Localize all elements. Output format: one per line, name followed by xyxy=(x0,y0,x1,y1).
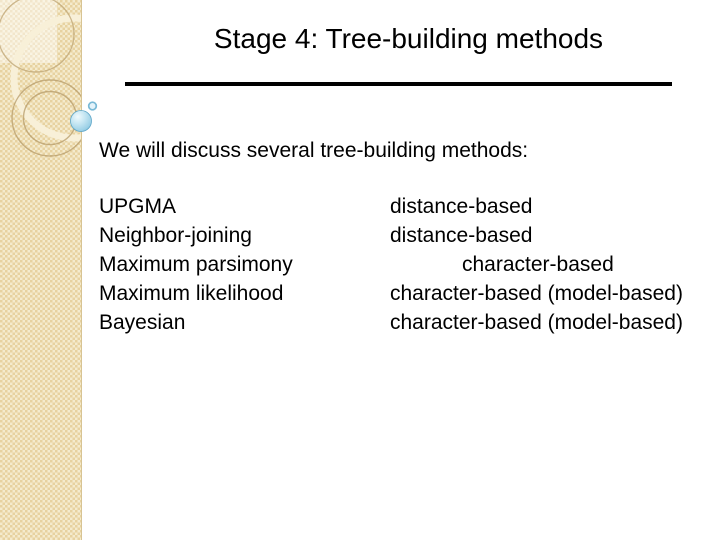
method-category-cell: distance-based xyxy=(390,224,533,247)
method-category-cell: character-based (model-based) xyxy=(390,282,683,305)
method-name-cell: UPGMA xyxy=(99,195,177,218)
title-underline-rule xyxy=(125,82,672,86)
slide-title: Stage 4: Tree-building methods xyxy=(213,23,604,54)
method-name-cell: Maximum likelihood xyxy=(99,282,284,305)
intro-text: We will discuss several tree-building me… xyxy=(99,139,529,162)
small-bubble-ring-icon xyxy=(87,101,98,111)
method-category-cell: character-based xyxy=(462,253,614,276)
method-name-cell: Neighbor-joining xyxy=(99,224,252,247)
method-category-cell: character-based (model-based) xyxy=(390,311,683,334)
decorative-side-band xyxy=(0,0,82,540)
methods-table: UPGMA distance-based Neighbor-joining di… xyxy=(99,192,683,337)
band-highlight-square xyxy=(0,0,57,63)
method-category-cell: distance-based xyxy=(390,195,533,218)
method-name-cell: Maximum parsimony xyxy=(99,253,293,276)
method-name-cell: Bayesian xyxy=(99,311,186,334)
